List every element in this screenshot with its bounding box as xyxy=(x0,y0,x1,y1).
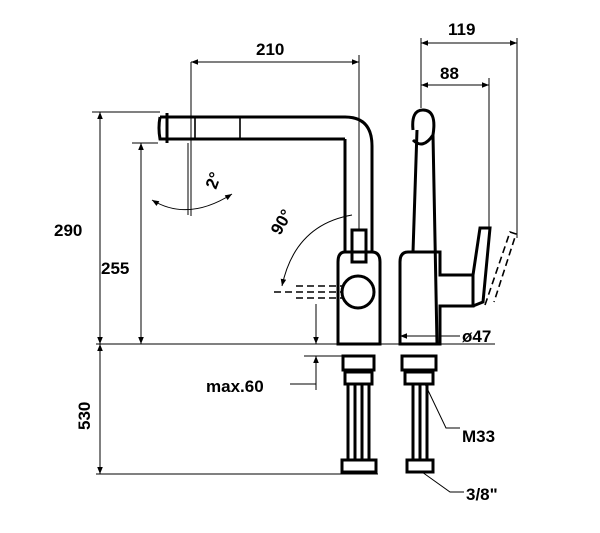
dim-88: 88 xyxy=(440,64,459,83)
side-lever-dashed xyxy=(484,230,518,306)
dimension-lines xyxy=(92,38,518,493)
dim-255: 255 xyxy=(101,259,129,278)
dim-210: 210 xyxy=(256,40,284,59)
side-view-faucet xyxy=(398,108,518,474)
side-hoses xyxy=(411,384,429,460)
body-outline xyxy=(336,250,382,346)
dim-m33: M33 xyxy=(462,427,495,446)
dim-119: 119 xyxy=(448,20,475,39)
side-lever xyxy=(471,226,492,308)
lever-circle xyxy=(340,274,376,310)
dim-max60: max.60 xyxy=(206,377,264,396)
dim-angle-90: 90° xyxy=(267,206,296,238)
front-mounting-nut xyxy=(341,354,376,386)
side-spout xyxy=(411,108,439,345)
front-view-faucet xyxy=(96,113,495,474)
spout-outline xyxy=(157,113,374,252)
front-hose-ends xyxy=(340,458,378,474)
dim-530: 530 xyxy=(75,402,94,430)
dim-angle-2: 2° xyxy=(202,169,225,191)
lever-dashed xyxy=(274,285,342,299)
dim-290: 290 xyxy=(54,221,82,240)
side-mounting-nut xyxy=(400,354,438,386)
dim-diameter-47: ø47 xyxy=(462,327,491,346)
front-hoses xyxy=(346,384,371,460)
lever xyxy=(350,228,368,264)
spout-handle-marks xyxy=(194,117,241,139)
side-hose-ends xyxy=(405,458,435,474)
dim-3-8: 3/8" xyxy=(466,485,498,504)
